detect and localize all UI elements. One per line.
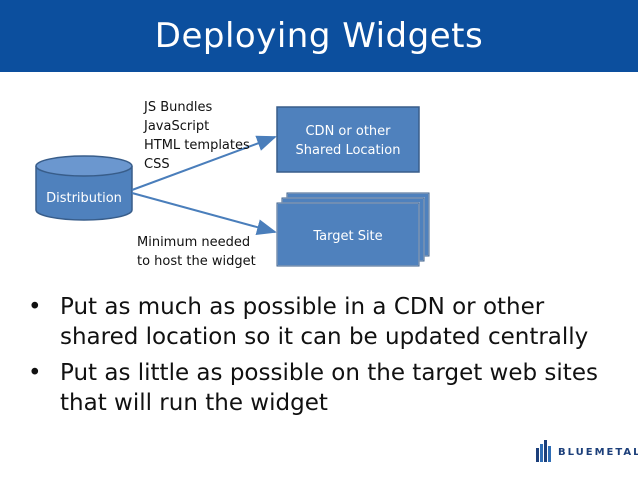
bullet-item: • Put as little as possible on the targe…	[22, 358, 622, 418]
slide-title: Deploying Widgets	[154, 16, 484, 56]
arrow-to-target	[131, 192, 277, 235]
bullet-dot-icon: •	[28, 360, 42, 386]
arrow-to-cdn	[131, 135, 277, 191]
cdn-label-line1: CDN or other	[305, 124, 391, 139]
target-site-node: Target Site	[276, 192, 430, 267]
distribution-label: Distribution	[46, 191, 122, 206]
bluemetal-logo: BLUEMETAL	[536, 440, 638, 464]
distribution-cylinder: Distribution	[35, 155, 133, 221]
upper-edge-label: JS Bundles JavaScript HTML templates CSS	[144, 98, 250, 174]
upper-label-line: JavaScript	[144, 119, 210, 134]
upper-label-line: HTML templates	[144, 138, 250, 153]
bullet-list: • Put as much as possible in a CDN or ot…	[22, 292, 622, 424]
lower-label-line: to host the widget	[137, 254, 256, 269]
cdn-label-line2: Shared Location	[296, 143, 401, 158]
bullet-item: • Put as much as possible in a CDN or ot…	[22, 292, 622, 352]
logo-text: BLUEMETAL	[558, 446, 638, 458]
deployment-diagram: Distribution CDN or other Shared Locatio…	[35, 106, 430, 267]
bullet-dot-icon: •	[28, 294, 42, 320]
lower-label-line: Minimum needed	[137, 235, 251, 250]
upper-label-line: JS Bundles	[144, 100, 213, 115]
upper-label-line: CSS	[144, 157, 170, 172]
bluemetal-mark-icon	[536, 440, 551, 462]
title-bar: Deploying Widgets	[0, 0, 638, 72]
target-site-label: Target Site	[312, 229, 382, 244]
bullet-text: Put as much as possible in a CDN or othe…	[60, 294, 589, 350]
cdn-node: CDN or other Shared Location	[276, 106, 420, 173]
lower-edge-label: Minimum needed to host the widget	[137, 233, 256, 271]
bullet-text: Put as little as possible on the target …	[60, 360, 598, 416]
